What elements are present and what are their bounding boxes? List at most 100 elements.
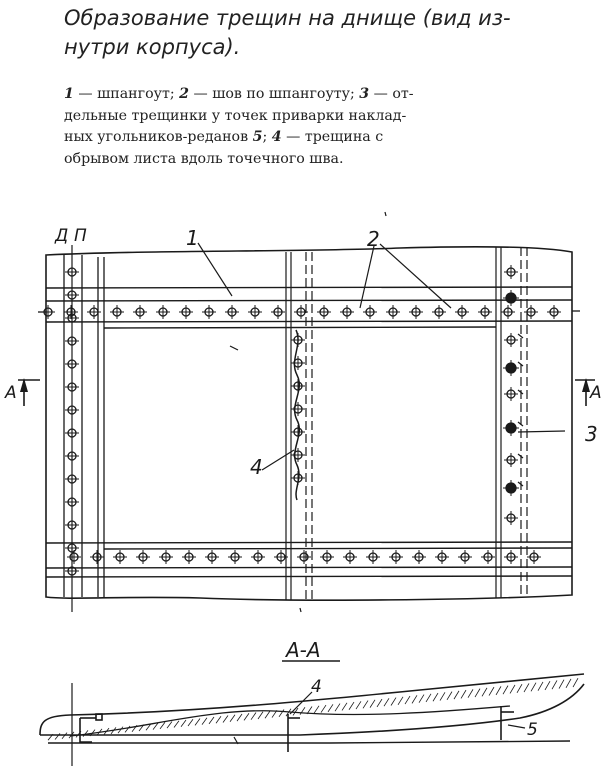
- hatch-line: [467, 689, 474, 698]
- label-2: 2: [367, 227, 380, 251]
- weld-point: [65, 380, 79, 394]
- weld-point: [271, 305, 285, 319]
- title-line-2: нутри корпуса).: [64, 35, 241, 59]
- hatch-line: [376, 698, 383, 708]
- hatch-line: [488, 686, 495, 696]
- weld-point: [90, 550, 104, 564]
- weld-point: [65, 357, 79, 371]
- weld-point: [524, 305, 538, 319]
- hatch-line: [418, 694, 425, 703]
- label-3: 3: [585, 422, 598, 446]
- hatch-line: [208, 716, 215, 725]
- weld-point: [136, 550, 150, 564]
- weld-point: [343, 550, 357, 564]
- weld-point: [228, 550, 242, 564]
- crack-mark: [517, 333, 524, 339]
- hatch-line: [369, 699, 376, 708]
- hatch-line: [397, 696, 404, 706]
- weld-point: [294, 305, 308, 319]
- hatch-line: [551, 680, 558, 690]
- hatch-line: [348, 701, 355, 710]
- weld-point: [65, 288, 79, 302]
- section-hatching: [47, 677, 579, 741]
- hatch-line: [257, 711, 264, 720]
- weld-point: [87, 305, 101, 319]
- leader-2a: [359, 245, 375, 309]
- weld-point: [547, 305, 561, 319]
- tick-top: [384, 211, 387, 217]
- hatch-line: [404, 695, 411, 705]
- hatch-line: [187, 718, 194, 727]
- weld-point: [340, 305, 354, 319]
- weld-point: [205, 550, 219, 564]
- legend-text: обрывом листа вдоль точечного шва.: [64, 150, 344, 167]
- hatch-line: [103, 727, 110, 735]
- weld-point: [458, 550, 472, 564]
- weld-point: [291, 471, 305, 485]
- section-frame-right: [500, 706, 514, 740]
- weld-point: [504, 387, 518, 401]
- crack-mark: [517, 481, 524, 487]
- weld-point: [503, 360, 519, 376]
- weld-point: [291, 448, 305, 462]
- hatch-line: [502, 685, 509, 695]
- hatch-line: [201, 717, 208, 725]
- weld-point: [435, 550, 449, 564]
- bottom-frame-band: [45, 541, 573, 578]
- weld-point: [65, 472, 79, 486]
- weld-point: [503, 480, 519, 496]
- hatch-line: [306, 706, 313, 715]
- weld-point: [501, 305, 515, 319]
- weld-point: [182, 550, 196, 564]
- legend-text: — трещина с: [281, 129, 384, 145]
- weld-point: [65, 541, 79, 555]
- weld-point: [527, 550, 541, 564]
- hatch-line: [61, 732, 68, 740]
- figure-legend: 1 — шпангоут; 2 — шов по шпангоуту; 3 — …: [64, 84, 546, 170]
- hatch-line: [572, 677, 579, 688]
- section-plate-bottom: [40, 683, 585, 736]
- section-label-4: 4: [311, 677, 322, 697]
- legend-line-1: 1 — шпангоут; 2 — шов по шпангоуту; 3 — …: [64, 84, 546, 106]
- weld-point: [156, 305, 170, 319]
- weld-point: [389, 550, 403, 564]
- weld-point: [113, 550, 127, 564]
- label-4: 4: [250, 455, 263, 479]
- weld-point: [291, 379, 305, 393]
- hatch-line: [446, 691, 453, 701]
- hatch-line: [495, 686, 502, 696]
- hatch-line: [152, 722, 159, 730]
- hatch-line: [355, 701, 362, 710]
- section-label-right: А: [589, 383, 602, 403]
- hatch-line: [460, 689, 467, 699]
- crack-mark: [517, 361, 524, 367]
- weld-point: [291, 425, 305, 439]
- legend-num: 2: [179, 86, 189, 102]
- legend-text: — шпангоут;: [73, 86, 180, 102]
- legend-text: дельные трещинки у точек приварки наклад…: [64, 107, 407, 124]
- left-frame-band: [63, 255, 105, 597]
- hatch-line: [180, 719, 187, 727]
- hatch-line: [439, 692, 446, 701]
- hatch-line: [530, 682, 537, 692]
- hatch-line: [166, 721, 173, 729]
- legend-line-4: обрывом листа вдоль точечного шва.: [64, 149, 546, 171]
- hatch-line: [278, 709, 285, 718]
- hatch-line: [432, 692, 439, 702]
- hatch-line: [124, 725, 131, 733]
- hatch-line: [299, 707, 306, 715]
- weld-point: [202, 305, 216, 319]
- hatch-line: [96, 728, 103, 736]
- weld-point: [110, 305, 124, 319]
- section-label-left: А: [4, 383, 17, 403]
- section-frame-middle: [287, 714, 300, 752]
- stray-mark: [229, 345, 239, 351]
- weld-point: [65, 518, 79, 532]
- hatch-line: [117, 726, 124, 734]
- section-label-5: 5: [527, 720, 538, 740]
- section-plate-top: [39, 673, 585, 736]
- crack-mark: [517, 453, 524, 459]
- legend-num: 3: [359, 86, 370, 102]
- weld-point: [317, 305, 331, 319]
- leader-2b: [379, 243, 452, 309]
